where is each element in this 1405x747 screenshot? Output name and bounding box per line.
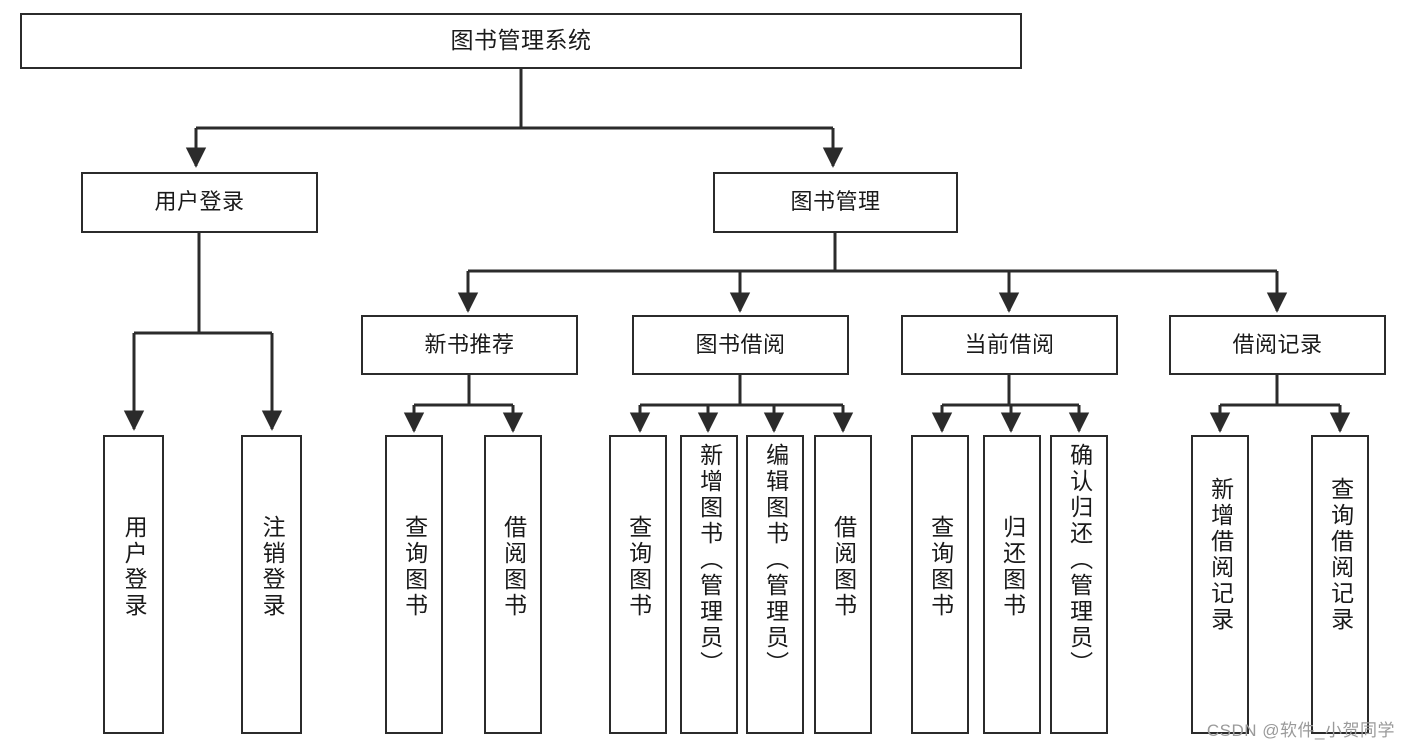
node-label: 新增图书（管理员） [696, 443, 723, 677]
node-label: 查询图书 [927, 515, 954, 619]
node-label: 查询借阅记录 [1327, 477, 1354, 633]
node-label: 借阅记录 [1232, 331, 1323, 357]
leaf-return-book[interactable]: 归还图书 [983, 435, 1041, 734]
node-label: 图书借阅 [695, 331, 786, 357]
node-label: 借阅图书 [830, 515, 857, 619]
leaf-query-borrow-record[interactable]: 查询借阅记录 [1311, 435, 1369, 734]
leaf-query-book-2[interactable]: 查询图书 [609, 435, 667, 734]
node-label: 图书管理系统 [450, 27, 592, 54]
node-label: 当前借阅 [964, 331, 1055, 357]
node-label: 归还图书 [999, 515, 1026, 619]
node-label: 图书管理 [790, 189, 881, 215]
node-book-manage[interactable]: 图书管理 [713, 172, 958, 233]
node-label: 编辑图书（管理员） [762, 443, 789, 677]
node-label: 注销登录 [259, 515, 286, 619]
node-root-system[interactable]: 图书管理系统 [20, 13, 1022, 69]
leaf-borrow-book-1[interactable]: 借阅图书 [484, 435, 542, 734]
node-label: 确认归还（管理员） [1066, 443, 1093, 677]
node-user-login[interactable]: 用户登录 [81, 172, 318, 233]
leaf-edit-book-admin[interactable]: 编辑图书（管理员） [746, 435, 804, 734]
leaf-query-book-1[interactable]: 查询图书 [385, 435, 443, 734]
node-label: 查询图书 [625, 515, 652, 619]
leaf-user-login[interactable]: 用户登录 [103, 435, 164, 734]
node-label: 借阅图书 [500, 515, 527, 619]
node-new-book-recommend[interactable]: 新书推荐 [361, 315, 578, 375]
leaf-logout-login[interactable]: 注销登录 [241, 435, 302, 734]
node-label: 用户登录 [154, 189, 245, 215]
node-label: 用户登录 [121, 515, 148, 619]
node-borrow-record[interactable]: 借阅记录 [1169, 315, 1386, 375]
leaf-query-book-3[interactable]: 查询图书 [911, 435, 969, 734]
leaf-borrow-book-2[interactable]: 借阅图书 [814, 435, 872, 734]
node-current-borrow[interactable]: 当前借阅 [901, 315, 1118, 375]
node-label: 新书推荐 [424, 331, 515, 357]
node-label: 新增借阅记录 [1207, 477, 1234, 633]
node-label: 查询图书 [401, 515, 428, 619]
node-book-borrow[interactable]: 图书借阅 [632, 315, 849, 375]
leaf-add-book-admin[interactable]: 新增图书（管理员） [680, 435, 738, 734]
leaf-confirm-return-admin[interactable]: 确认归还（管理员） [1050, 435, 1108, 734]
leaf-add-borrow-record[interactable]: 新增借阅记录 [1191, 435, 1249, 734]
